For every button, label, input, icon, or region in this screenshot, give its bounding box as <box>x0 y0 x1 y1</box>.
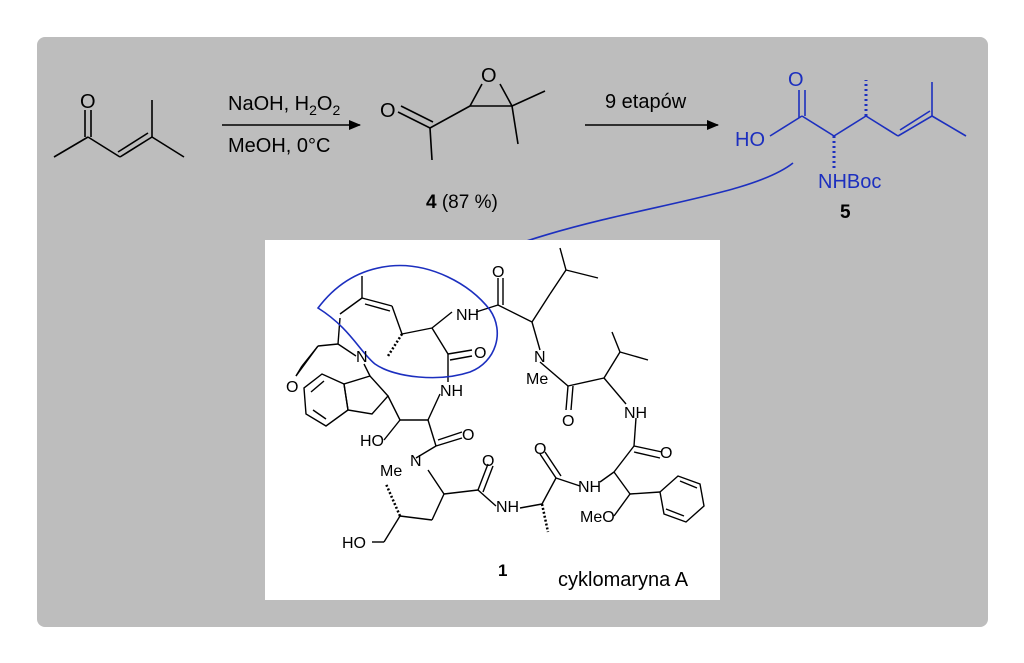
compound-5-label: 5 <box>840 202 851 223</box>
o-val: O <box>562 413 574 430</box>
acid-hydroxyl: HO <box>735 129 765 151</box>
o-amide: O <box>474 345 486 362</box>
o-epoxide: O <box>286 379 298 396</box>
o-top: O <box>492 264 504 281</box>
step1-conditions: MeOH, 0°C <box>228 135 330 157</box>
compound-1-label: 1 <box>498 561 507 580</box>
step1-reagents: NaOH, H2O2 <box>228 93 340 118</box>
cyclomarin-name: cyklomaryna A <box>558 569 689 591</box>
n-indole: N <box>356 349 368 366</box>
amino-acid-structure <box>769 80 967 168</box>
nh-trp: NH <box>440 383 463 400</box>
cyclomarin-box <box>265 240 720 600</box>
n-nme: N <box>410 453 422 470</box>
enone-structure <box>53 100 185 158</box>
highlight-loop <box>316 264 499 379</box>
epoxide-structure <box>397 83 546 161</box>
o-phe: O <box>660 445 672 462</box>
n-me-leu: N <box>534 349 546 366</box>
meo-group: MeO <box>580 509 615 526</box>
me-nme: Me <box>380 463 402 480</box>
o-ala: O <box>482 453 494 470</box>
o-ala2: O <box>534 441 546 458</box>
me-leu: Me <box>526 371 548 388</box>
epoxide-ring-oxygen: O <box>481 65 497 87</box>
nh-ala: NH <box>496 499 519 516</box>
cyclomarin-structure <box>295 247 705 543</box>
ho-trp: HO <box>360 433 384 450</box>
compound-4-label: 4 (87 %) <box>426 192 498 213</box>
nh-val: NH <box>624 405 647 422</box>
step2-label: 9 etapów <box>605 91 687 113</box>
enone-ketone-oxygen: O <box>80 91 96 113</box>
o-trp: O <box>462 427 474 444</box>
nh-top: NH <box>456 307 479 324</box>
nhboc-group: NHBoc <box>818 171 881 193</box>
acid-carbonyl-oxygen: O <box>788 69 804 91</box>
epoxide-ketone-oxygen: O <box>380 100 396 122</box>
ho-leu: HO <box>342 535 366 552</box>
nh-phe: NH <box>578 479 601 496</box>
